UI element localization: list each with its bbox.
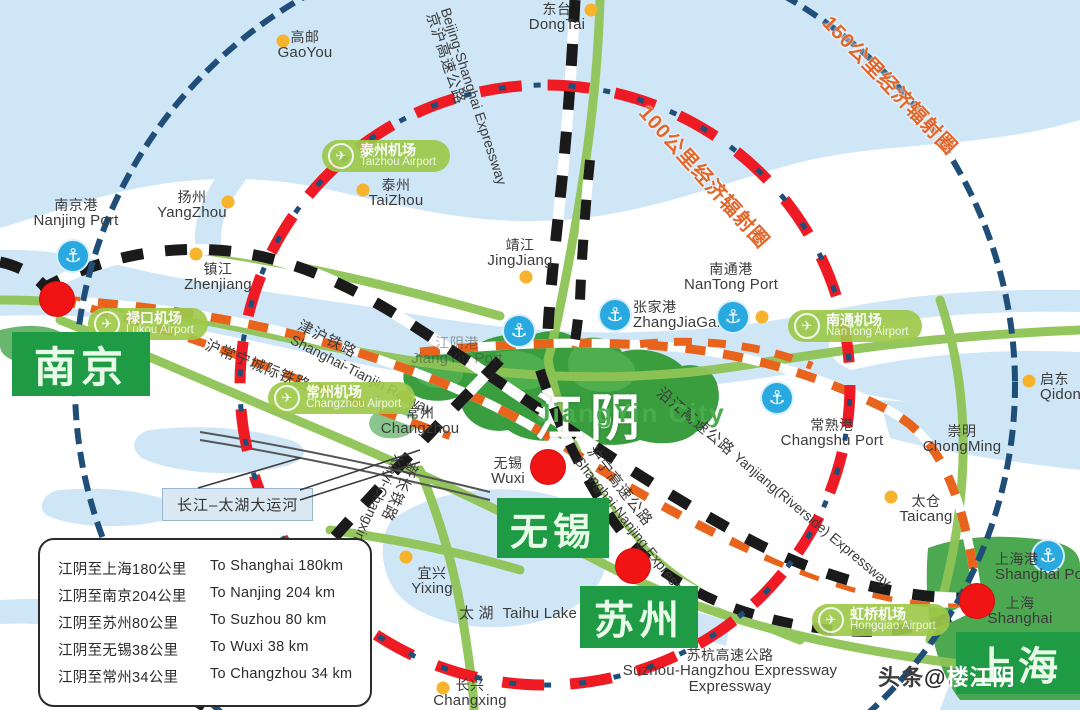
- airplane-icon: ✈: [794, 313, 820, 339]
- city-dot-gaoyou: [276, 34, 290, 48]
- airplane-icon: ✈: [274, 385, 300, 411]
- legend-row: 江阴至上海180公里 To Shanghai 180km: [58, 558, 344, 578]
- port-label-jiangyin-port: 江阴港 JiangYin Port: [411, 335, 503, 368]
- city-dot-qidong: [1022, 374, 1036, 388]
- place-label-zhenjiang: 镇江 Zhenjiang: [184, 261, 252, 294]
- anchor-icon-nantong-port: ⚓: [718, 302, 748, 332]
- center-city-label-jiangyin: 江阴: [534, 390, 646, 446]
- legend-row: 江阴至常州34公里 To Changzhou 34 km: [58, 666, 353, 686]
- city-dot-shanghai: [960, 584, 994, 618]
- place-label-shanghai: 上海 Shanghai: [987, 595, 1053, 628]
- city-dot-yixing: [399, 550, 413, 564]
- city-dot-dongtai: [584, 3, 598, 17]
- anchor-icon-zhangjiagang-port: ⚓: [600, 300, 630, 330]
- place-label-yixing: 宜兴 Yixing: [411, 565, 453, 598]
- place-label-dongtai: 东台 DongTai: [528, 1, 586, 34]
- airport-nantong: ✈ 南通机场 NanTong Airport: [788, 310, 923, 342]
- city-dot-suzhou: [616, 549, 650, 583]
- city-dot-nanjing: [40, 282, 74, 316]
- ring-100km-label: 100公里经济辐射圈: [634, 102, 774, 254]
- anchor-icon-changshu-port: ⚓: [762, 383, 792, 413]
- legend-row: 江阴至无锡38公里 To Wuxi 38 km: [58, 639, 309, 659]
- anchor-icon-nanjing-port: ⚓: [58, 241, 88, 271]
- city-dot-taicang: [884, 490, 898, 504]
- airport-hongqiao: ✈ 虹桥机场 Hongqiao Airport: [812, 604, 950, 636]
- legend-row: 江阴至南京204公里 To Nanjing 204 km: [58, 585, 336, 605]
- place-label-wuxi: 无锡 Wuxi: [491, 455, 525, 488]
- place-label-taizhou: 泰州 TaiZhou: [368, 177, 424, 210]
- city-dot-wuxi: [531, 450, 565, 484]
- city-dot-changxing: [436, 681, 450, 695]
- airport-changzhou: ✈ 常州机场 Changzhou Airport: [268, 382, 416, 414]
- place-label-changzhou: 常州 Changzhou: [380, 405, 460, 438]
- water-label-taihu-lake: 太 湖 Taihu Lake: [458, 605, 578, 622]
- city-dot-nantong: [755, 310, 769, 324]
- city-plate-nanjing: 南京: [12, 332, 150, 396]
- ring-150km-label: 150公里经济辐射圈: [817, 12, 962, 160]
- distance-legend: 江阴至上海180公里 To Shanghai 180km 江阴至南京204公里 …: [38, 538, 373, 707]
- place-label-yangzhou: 扬州 YangZhou: [157, 189, 227, 222]
- city-dot-yangzhou: [221, 195, 235, 209]
- city-dot-taizhou: [356, 183, 370, 197]
- airplane-icon: ✈: [328, 143, 354, 169]
- place-label-gaoyou: 高邮 GaoYou: [277, 29, 333, 62]
- port-label-nantong-port: 南通港 NanTong Port: [683, 261, 779, 294]
- legend-row: 江阴至苏州80公里 To Suzhou 80 km: [58, 612, 327, 632]
- city-dot-zhenjiang: [189, 247, 203, 261]
- city-plate-wuxi: 无锡: [497, 498, 609, 558]
- port-label-changshu-port: 常熟港 Changshu Port: [780, 417, 884, 450]
- port-label-zhangjiagang: 张家港 ZhangJiaGang: [633, 299, 734, 332]
- city-plate-shanghai: 上海: [956, 632, 1080, 694]
- airplane-icon: ✈: [818, 607, 844, 633]
- anchor-icon-shanghai-port: ⚓: [1033, 541, 1063, 571]
- port-label-nanjing-port: 南京港 Nanjing Port: [33, 197, 119, 230]
- port-label-shanghai-port: 上海港 Shanghai Port: [995, 551, 1080, 584]
- place-label-chongming: 崇明 ChongMing: [922, 423, 1002, 456]
- place-label-taicang: 太仓 Taicang: [899, 493, 953, 526]
- place-label-changxing: 长兴 Changxing: [433, 677, 507, 710]
- road-label-suzhou-hangzhou-expressway: 苏杭高速公路 Suzhou-Hangzhou Expressway Expres…: [622, 647, 838, 696]
- city-plate-suzhou: 苏州: [580, 586, 698, 648]
- watermark-at-symbol: @: [924, 665, 947, 690]
- anchor-icon-jiangyin-port: ⚓: [504, 316, 534, 346]
- city-dot-jingjiang: [519, 270, 533, 284]
- place-label-jingjiang: 靖江 JingJiang: [487, 237, 553, 270]
- center-city-label-jiangyin-en: JiangYin City: [536, 398, 726, 428]
- watermark: 头条@楼江阴: [878, 665, 1016, 690]
- canal-callout-box: 长江–太湖大运河: [162, 488, 314, 521]
- place-label-qidong: 启东 Qidong: [1040, 371, 1080, 404]
- airport-taizhou: ✈ 泰州机场 Taizhou Airport: [322, 140, 451, 172]
